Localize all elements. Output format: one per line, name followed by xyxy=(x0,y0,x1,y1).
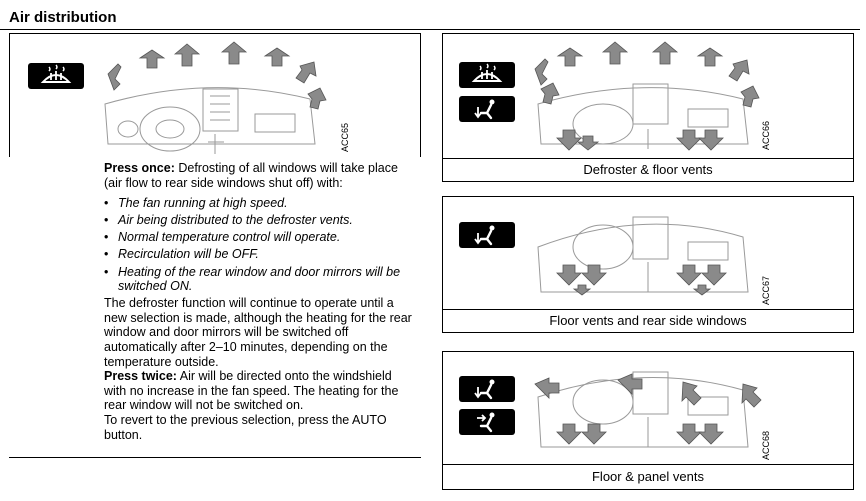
defrost-floor-panel: ACC66 Defroster & floor vents xyxy=(442,33,854,182)
airflow-arrow-2 xyxy=(138,49,166,69)
caption: Defroster & floor vents xyxy=(443,158,853,182)
floor-vent-icon xyxy=(474,225,495,246)
floor-panel-panel: ACC68 Floor & panel vents xyxy=(442,351,854,490)
floor-vent-button xyxy=(459,376,515,402)
list-item: Normal temperature control will operate. xyxy=(104,230,416,245)
description-text: Press once: Defrosting of all windows wi… xyxy=(104,161,416,442)
feature-list: The fan running at high speed. Air being… xyxy=(104,196,416,294)
revert-paragraph: To revert to the previous selection, pre… xyxy=(104,413,387,442)
panel-vent-icon xyxy=(477,412,495,433)
airflow-arrow-1 xyxy=(107,63,122,91)
airflow-arrow-5 xyxy=(263,47,291,67)
floor-rear-panel: ACC67 Floor vents and rear side windows xyxy=(442,196,854,333)
caption: Floor vents and rear side windows xyxy=(443,309,853,333)
list-item: Recirculation will be OFF. xyxy=(104,247,416,262)
panel-vent-button xyxy=(459,409,515,435)
figure-code: ACC66 xyxy=(761,120,771,150)
caption: Floor & panel vents xyxy=(443,464,853,490)
figure-code: ACC67 xyxy=(761,275,771,305)
list-item: Heating of the rear window and door mirr… xyxy=(104,265,416,294)
list-item: The fan running at high speed. xyxy=(104,196,416,211)
defrost-panel: ACC65 xyxy=(9,33,421,158)
figure-code: ACC68 xyxy=(761,430,771,460)
press-twice-label: Press twice: xyxy=(104,369,177,384)
floor-vent-icon xyxy=(474,99,495,120)
defroster-icon xyxy=(40,64,72,83)
floor-vent-button xyxy=(459,222,515,248)
airflow-arrow-4 xyxy=(220,41,248,65)
dashboard-defrost-floor-illustration xyxy=(534,41,760,151)
floor-vent-icon xyxy=(474,379,495,400)
dashboard-defrost-illustration xyxy=(104,41,327,154)
floor-vent-button xyxy=(459,96,515,122)
airflow-arrow-7 xyxy=(307,87,327,110)
figure-code: ACC65 xyxy=(340,122,350,152)
press-once-label: Press once: xyxy=(104,161,175,175)
defroster-button xyxy=(28,63,84,89)
dashboard-floor-illustration xyxy=(537,216,749,296)
list-item: Air being distributed to the defroster v… xyxy=(104,213,416,228)
press-twice-paragraph: Press twice: Air will be directed onto t… xyxy=(104,369,416,413)
press-once-paragraph: Press once: Defrosting of all windows wi… xyxy=(104,161,416,190)
defroster-icon xyxy=(471,63,503,82)
press-once-text: Defrosting of all windows will take plac… xyxy=(104,161,398,190)
airflow-arrow-3 xyxy=(173,43,201,67)
airflow-arrow-6 xyxy=(295,61,317,84)
defroster-button xyxy=(459,62,515,88)
title-rule xyxy=(0,29,860,30)
dashboard-floor-panel-illustration xyxy=(534,371,762,448)
continue-paragraph: The defroster function will continue to … xyxy=(104,296,412,369)
press-twice-text: Air will be directed onto the windshield… xyxy=(104,369,399,413)
page-title: Air distribution xyxy=(9,9,117,26)
